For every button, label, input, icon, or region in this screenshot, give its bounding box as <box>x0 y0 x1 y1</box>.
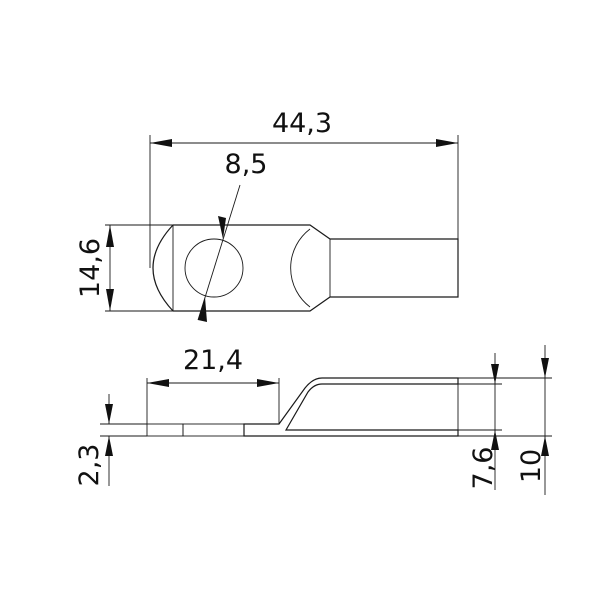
barrel-transition-arc <box>290 228 311 308</box>
lug-section <box>243 377 459 437</box>
palm-length-label: 21,4 <box>183 345 243 376</box>
barrel-outer-label: 10 <box>516 449 547 483</box>
dimension-overall-length: 44,3 <box>149 108 459 268</box>
barrel-inner-label: 7,6 <box>468 447 499 490</box>
left-rounded-edge <box>152 224 174 312</box>
width-label: 14,6 <box>75 238 106 298</box>
lug-outline <box>173 224 459 312</box>
hole-diameter-label: 8,5 <box>225 149 268 180</box>
dimension-width: 14,6 <box>75 224 310 312</box>
dimension-palm-thickness: 2,3 <box>74 394 113 486</box>
dimension-palm-length: 21,4 <box>146 345 280 424</box>
side-view <box>100 377 459 437</box>
bolt-hole <box>184 238 244 298</box>
dimension-hole-diameter: 8,5 <box>197 149 268 322</box>
palm-thickness-label: 2,3 <box>74 444 105 487</box>
overall-length-label: 44,3 <box>272 108 332 139</box>
top-view <box>152 224 459 312</box>
dimension-barrel-inner: 7,6 <box>458 353 502 490</box>
dimension-barrel-outer: 10 <box>458 345 552 495</box>
